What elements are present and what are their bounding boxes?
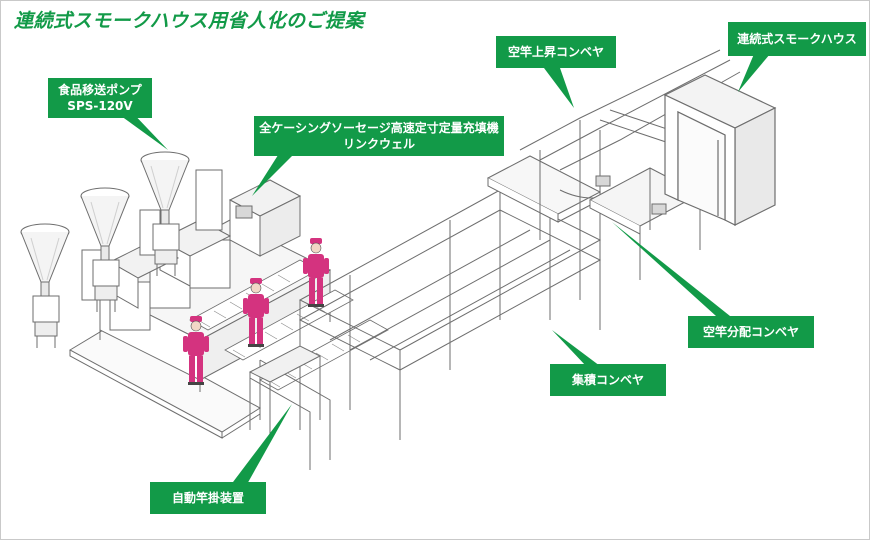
callout-arrows xyxy=(110,54,770,486)
accumulation-conveyor-frame xyxy=(249,189,602,470)
label-casing-filler: 全ケーシングソーセージ高速定寸定量充填機リンクウェル xyxy=(254,116,504,156)
label-accumulation-conveyor: 集積コンベヤ xyxy=(550,364,666,396)
diagram-title: 連続式スモークハウス用省人化のご提案 xyxy=(14,10,365,32)
label-empty-pole-distribution-conveyor: 空竿分配コンベヤ xyxy=(688,316,814,348)
label-continuous-smokehouse: 連続式スモークハウス xyxy=(728,22,866,56)
label-auto-pole-hanger: 自動竿掛装置 xyxy=(150,482,266,514)
auto-pole-hanger xyxy=(248,345,322,440)
continuous-smokehouse xyxy=(663,74,777,226)
label-empty-pole-lift-conveyor: 空竿上昇コンベヤ xyxy=(496,36,616,68)
empty-pole-distribution-conveyor xyxy=(588,109,702,280)
